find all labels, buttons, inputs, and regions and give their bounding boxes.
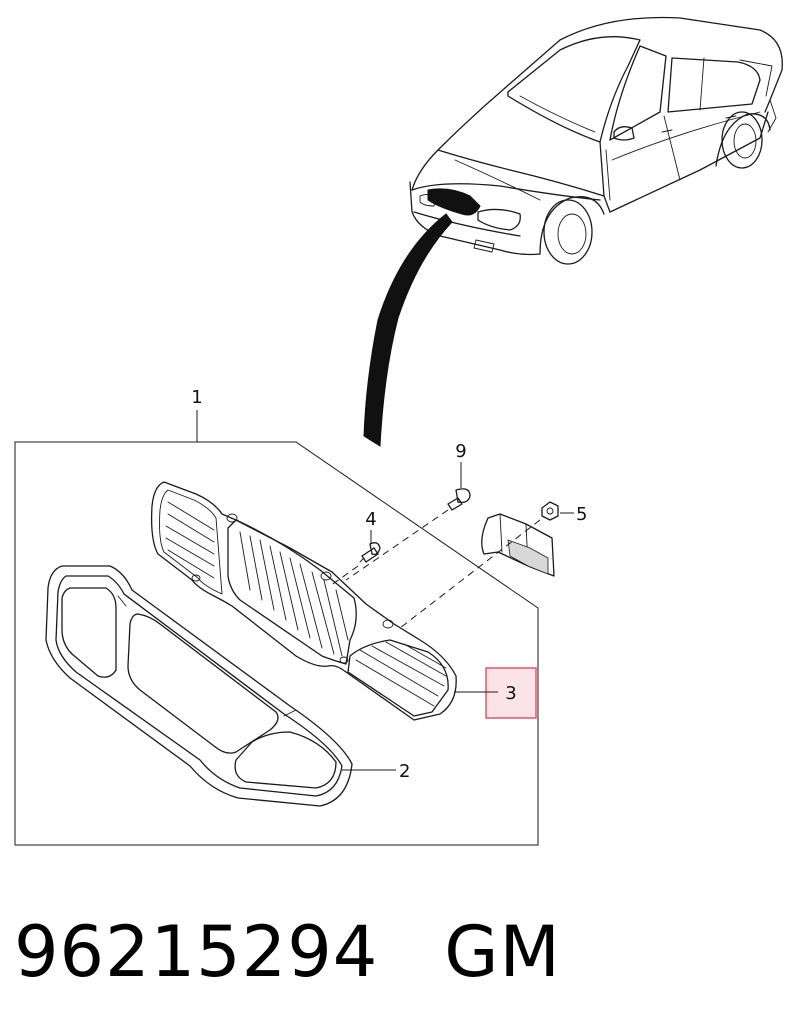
bolt [447, 488, 471, 511]
outer-frame [45, 565, 353, 807]
car-illustration [409, 16, 783, 265]
assembly-box [14, 441, 539, 846]
callout-3: 3 [505, 683, 516, 704]
part-label-row: 96215294 GM [14, 902, 561, 1002]
nut [541, 501, 559, 521]
callout-5: 5 [576, 504, 587, 525]
pointer-arrow [363, 213, 453, 447]
callout-2: 2 [399, 761, 410, 782]
brand-name: GM [444, 911, 561, 993]
screw [359, 542, 381, 563]
callout-4: 4 [365, 509, 376, 530]
grille-insert [150, 481, 457, 721]
callout-1: 1 [191, 387, 202, 408]
mounting-bracket [481, 513, 555, 577]
highlight-box [485, 667, 537, 719]
callout-9: 9 [455, 441, 466, 462]
part-number: 96215294 [14, 911, 379, 993]
